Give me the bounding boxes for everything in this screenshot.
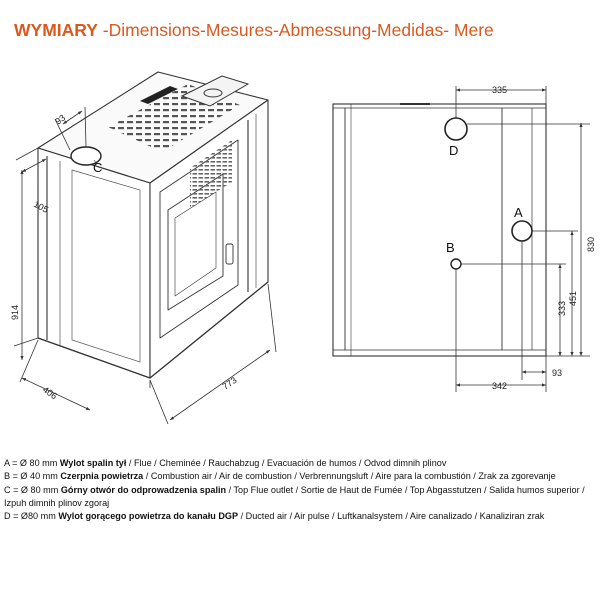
- label-b: B: [446, 240, 455, 255]
- page-title: WYMIARY -Dimensions-Mesures-Abmessung-Me…: [14, 20, 494, 41]
- pellet-lid: [180, 75, 250, 107]
- legend: A = Ø 80 mm Wylot spalin tył / Flue / Ch…: [4, 457, 598, 523]
- legend-translations: / Ducted air / Air pulse / Luftkanalsyst…: [238, 511, 545, 522]
- dim-a-height: 451: [568, 291, 578, 306]
- dim-depth: 406: [41, 384, 59, 401]
- outlet-d: [444, 117, 468, 141]
- dim-total-height: 830: [586, 237, 596, 252]
- legend-prefix: A = Ø 80 mm: [4, 458, 60, 468]
- legend-prefix: D = Ø80 mm: [4, 511, 59, 522]
- legend-item-d: D = Ø80 mm Wylot gorącego powietrza do k…: [4, 510, 598, 523]
- legend-translations: / Flue / Cheminée / Rauchabzug / Evacuac…: [126, 458, 447, 468]
- legend-name-pl: Czerpnia powietrza: [60, 471, 144, 482]
- outlet-a: [511, 220, 533, 242]
- dim-height: 914: [10, 305, 20, 320]
- legend-item-a: A = Ø 80 mm Wylot spalin tył / Flue / Ch…: [4, 457, 598, 470]
- label-c: C: [93, 160, 102, 175]
- dim-top-offset: 335: [492, 85, 507, 95]
- outlet-b: [450, 258, 462, 270]
- control-panel: [140, 86, 178, 104]
- label-a: A: [514, 205, 523, 220]
- front-grille: [190, 140, 232, 208]
- title-languages: -Dimensions-Mesures-Abmessung-Medidas- M…: [97, 20, 494, 40]
- legend-prefix: C = Ø 80 mm: [4, 484, 61, 495]
- dim-bottom-right: 93: [552, 368, 562, 378]
- label-d: D: [449, 143, 458, 158]
- dim-bottom-left: 342: [492, 381, 507, 391]
- legend-translations: / Combustion air / Air de combustion / V…: [143, 471, 556, 482]
- legend-name-pl: Wylot gorącego powietrza do kanału DGP: [58, 511, 239, 522]
- legend-translations: / Top Flue outlet / Sortie de Haut de Fu…: [4, 484, 585, 508]
- left-dimension-lines: [13, 106, 277, 425]
- stove-perspective-view: 93 105 914 406 773 C: [10, 71, 277, 425]
- side-panel-inset: [71, 169, 141, 363]
- legend-name-pl: Górny otwór do odprowadzenia spalin: [60, 484, 227, 495]
- dim-top-depth: 93: [53, 113, 67, 127]
- right-dimension-lines: [455, 86, 590, 392]
- dim-width: 773: [221, 375, 239, 392]
- dim-b-height: 333: [557, 301, 567, 316]
- stove-rear-view: 335 830 451 333 93 342 D A B: [332, 85, 596, 392]
- title-main: WYMIARY: [14, 20, 98, 40]
- legend-item-c: C = Ø 80 mm Górny otwór do odprowadzenia…: [4, 484, 598, 511]
- pellet-lid-handle: [203, 88, 223, 98]
- legend-prefix: B = Ø 40 mm: [4, 471, 61, 482]
- legend-item-b: B = Ø 40 mm Czerpnia powietrza / Combust…: [4, 470, 598, 483]
- legend-name-pl: Wylot spalin tył: [59, 458, 127, 468]
